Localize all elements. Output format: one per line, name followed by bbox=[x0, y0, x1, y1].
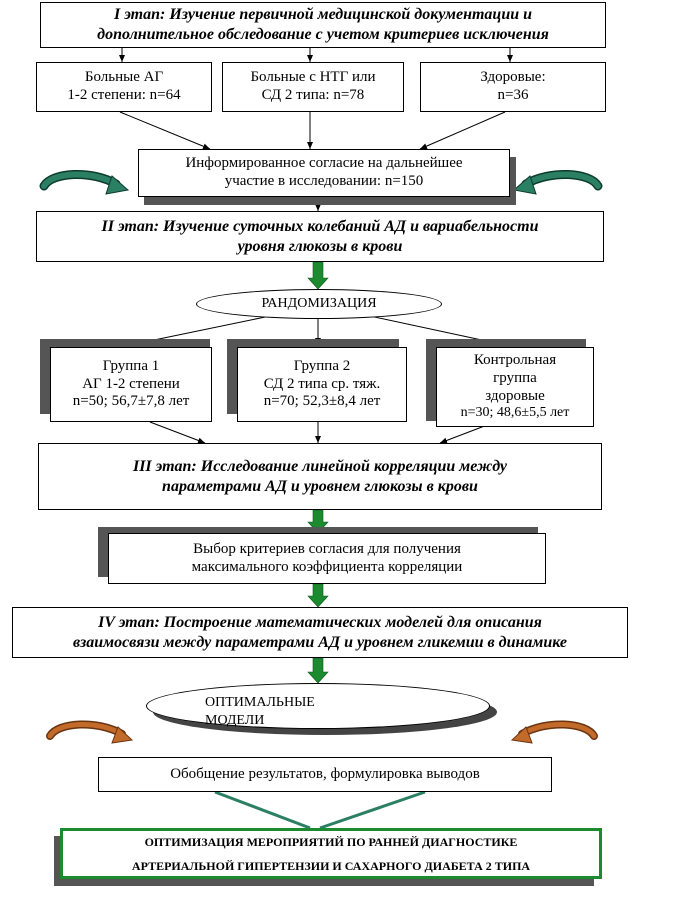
stage1-line2: дополнительное обследование с учетом кри… bbox=[97, 26, 549, 43]
group-ntg-box: Больные с НТГ или СД 2 типа: n=78 bbox=[222, 62, 404, 112]
summary-to-final-left bbox=[214, 790, 311, 830]
stage4-line1: IV этап: Построение математических модел… bbox=[98, 613, 542, 631]
final-line1: ОПТИМИЗАЦИЯ МЕРОПРИЯТИЙ ПО РАННЕЙ ДИАГНО… bbox=[144, 834, 518, 849]
control-line3: здоровые bbox=[485, 387, 545, 404]
group1-box: Группа 1 АГ 1-2 степени n=50; 56,7±7,8 л… bbox=[50, 347, 212, 422]
stage2-line2: уровня глюкозы в крови bbox=[237, 237, 403, 255]
group-ntg-line2: СД 2 типа: n=78 bbox=[261, 87, 365, 103]
group-healthy-box: Здоровые: n=36 bbox=[420, 62, 606, 112]
stage4-box: IV этап: Построение математических модел… bbox=[12, 607, 628, 658]
group2-line1: Группа 2 bbox=[293, 357, 351, 374]
summary-box: Обобщение результатов, формулировка выво… bbox=[98, 757, 552, 792]
control-line4: n=30; 48,6±5,5 лет bbox=[460, 405, 570, 421]
summary-text: Обобщение результатов, формулировка выво… bbox=[170, 765, 480, 782]
group-healthy-line2: n=36 bbox=[497, 87, 529, 103]
stage3-line1: III этап: Исследование линейной корреляц… bbox=[132, 457, 508, 475]
group2-box: Группа 2 СД 2 типа ср. тяж. n=70; 52,3±8… bbox=[237, 347, 407, 422]
control-line1: Контрольная bbox=[473, 352, 557, 369]
group-healthy-line1: Здоровые: bbox=[480, 69, 546, 86]
group-ag-line1: Больные АГ bbox=[84, 69, 164, 86]
stage3-box: III этап: Исследование линейной корреляц… bbox=[38, 443, 602, 510]
group1-line2: АГ 1-2 степени bbox=[82, 375, 180, 392]
arrow-group1-to-stage3 bbox=[149, 421, 206, 444]
stage1-line1: I этап: Изучение первичной медицинской д… bbox=[113, 6, 533, 23]
consent-box: Информированное согласие на дальнейшее у… bbox=[138, 149, 510, 197]
summary-to-final-right bbox=[319, 790, 426, 830]
control-line2: группа bbox=[493, 369, 537, 386]
criteria-line2: максимального коэффициента корреляции bbox=[191, 558, 463, 575]
block-arrow-stage4-optimal bbox=[307, 657, 329, 684]
group2-line2: СД 2 типа ср. тяж. bbox=[263, 375, 381, 392]
arrow-ag-to-consent bbox=[119, 111, 211, 150]
randomization-oval: РАНДОМИЗАЦИЯ bbox=[196, 289, 442, 319]
curved-arrow-left-green bbox=[39, 170, 130, 195]
block-arrow-criteria-stage4 bbox=[307, 583, 329, 608]
final-box: ОПТИМИЗАЦИЯ МЕРОПРИЯТИЙ ПО РАННЕЙ ДИАГНО… bbox=[60, 828, 602, 879]
consent-line2: участие в исследовании: n=150 bbox=[224, 173, 424, 189]
stage3-line2: параметрами АД и уровнем глюкозы в крови bbox=[162, 477, 478, 495]
optimal-line1: ОПТИМАЛЬНЫЕ bbox=[205, 695, 315, 710]
stage2-box: II этап: Изучение суточных колебаний АД … bbox=[36, 211, 604, 262]
consent-line1: Информированное согласие на дальнейшее bbox=[185, 155, 463, 172]
group-ag-box: Больные АГ 1-2 степени: n=64 bbox=[36, 62, 212, 112]
criteria-line1: Выбор критериев согласия для получения bbox=[193, 540, 461, 557]
optimal-oval: ОПТИМАЛЬНЫЕ МОДЕЛИ bbox=[146, 683, 490, 729]
group1-line3: n=50; 56,7±7,8 лет bbox=[72, 393, 190, 410]
curved-arrow-right-green bbox=[512, 170, 603, 195]
curved-arrow-left-brown bbox=[46, 720, 134, 744]
group2-line3: n=70; 52,3±8,4 лет bbox=[263, 393, 381, 410]
criteria-box: Выбор критериев согласия для получения м… bbox=[108, 533, 546, 584]
stage2-line1: II этап: Изучение суточных колебаний АД … bbox=[101, 217, 539, 235]
group-ntg-line1: Больные с НТГ или bbox=[250, 69, 376, 86]
arrow-healthy-to-consent bbox=[419, 111, 506, 150]
control-box: Контрольная группа здоровые n=30; 48,6±5… bbox=[436, 347, 594, 427]
group1-line1: Группа 1 bbox=[102, 357, 160, 374]
group-ag-line2: 1-2 степени: n=64 bbox=[67, 87, 181, 103]
stage4-line2: взаимосвязи между параметрами АД и уровн… bbox=[73, 633, 567, 651]
final-line2: АРТЕРИАЛЬНОЙ ГИПЕРТЕНЗИИ И САХАРНОГО ДИА… bbox=[131, 858, 531, 873]
block-arrow-stage2-randomization bbox=[307, 261, 329, 290]
randomization-label: РАНДОМИЗАЦИЯ bbox=[261, 296, 377, 311]
curved-arrow-right-brown bbox=[510, 720, 598, 744]
stage1-box: I этап: Изучение первичной медицинской д… bbox=[40, 2, 606, 48]
optimal-line2: МОДЕЛИ bbox=[205, 713, 265, 729]
